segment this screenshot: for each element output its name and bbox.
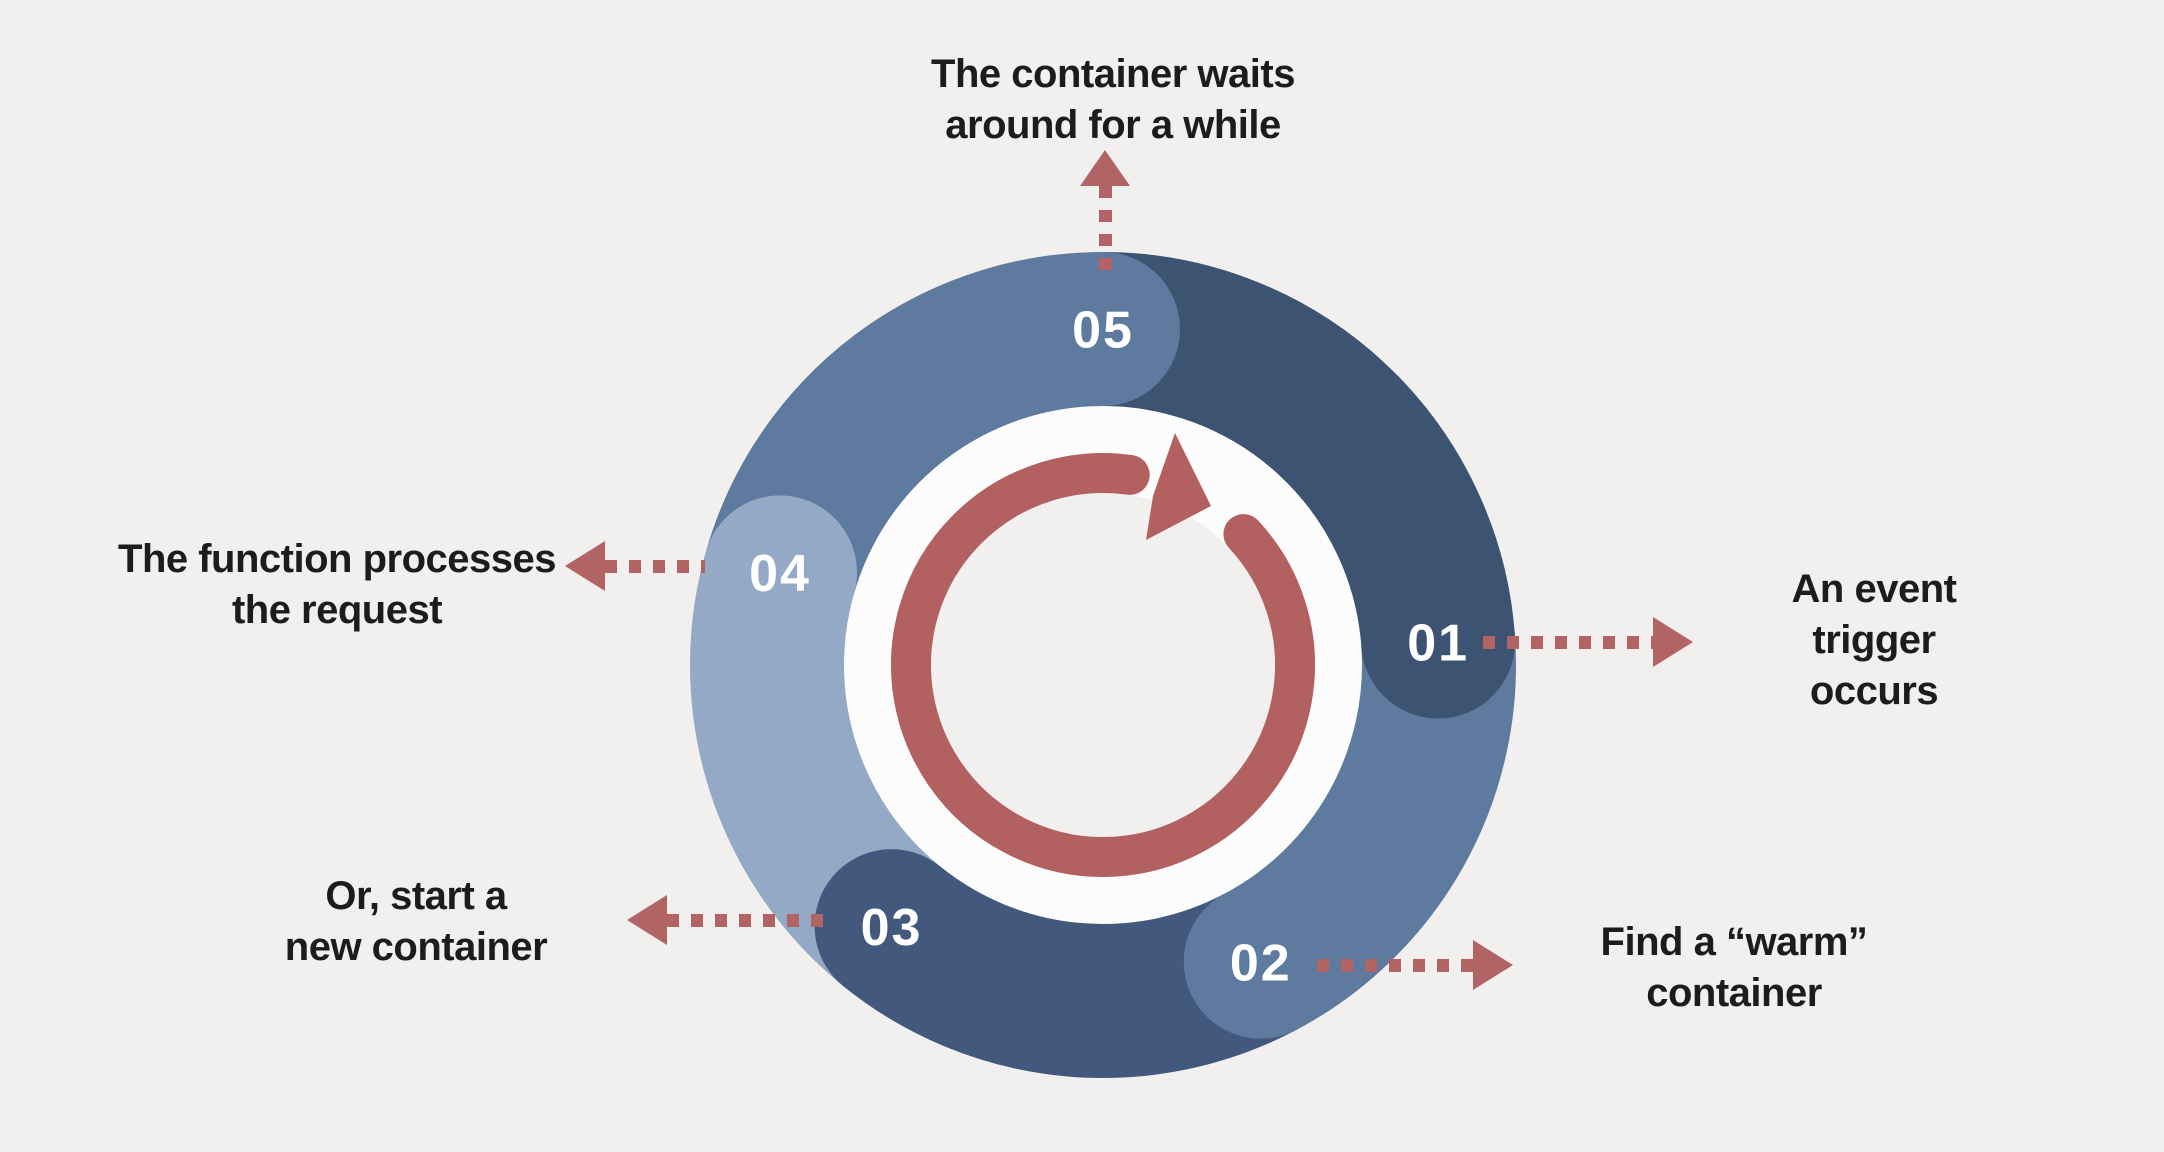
step-number-01: 01 [1407, 614, 1469, 672]
ring-cap-02 [1183, 884, 1338, 1039]
ring-cap-01 [1361, 564, 1516, 719]
step-arrow-04 [565, 541, 705, 591]
step-number-03: 03 [861, 899, 923, 957]
ring-cap-03 [814, 849, 969, 1004]
step-label-05: The container waits around for a while [931, 51, 1295, 147]
arrow-left-icon [627, 895, 667, 945]
step-number-05: 05 [1072, 302, 1134, 360]
cycle-arrow-icon [891, 453, 1315, 877]
step-label-03: Or, start a new container [284, 873, 548, 969]
step-arrow-03 [627, 895, 829, 945]
dotted-line [667, 913, 829, 927]
step-label-02: Find a “warm” container [1600, 919, 1868, 1015]
dotted-line [1317, 958, 1473, 972]
step-arrow-02 [1317, 940, 1513, 990]
step-arrow-05 [1080, 150, 1130, 282]
arrow-right-icon [1653, 617, 1693, 667]
inner-disc [931, 493, 1275, 837]
ring-cap-04 [703, 495, 858, 650]
step-number-04: 04 [749, 545, 811, 603]
arrow-right-icon [1473, 940, 1513, 990]
step-arrow-01 [1483, 617, 1693, 667]
step-label-04: The function processes the request [118, 536, 556, 632]
arrow-left-icon [565, 541, 605, 591]
arrow-up-icon [1080, 150, 1130, 186]
dotted-line [605, 559, 705, 573]
step-label-01: An event trigger occurs [1791, 567, 1957, 714]
step-number-02: 02 [1230, 934, 1292, 992]
dotted-line [1483, 635, 1653, 649]
ring-cap-05 [1026, 252, 1180, 406]
dotted-line [1098, 186, 1112, 282]
cycle-arrowhead-icon [1146, 433, 1211, 540]
